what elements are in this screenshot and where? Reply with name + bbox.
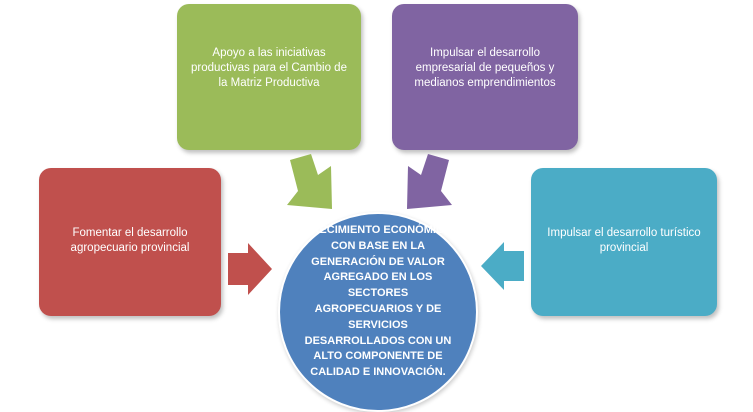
initiative-label-business: Impulsar el desarrollo empresarial de pe… [414,47,556,89]
initiative-box-productive: Apoyo a las iniciativas productivas para… [177,4,361,150]
arrow-business [407,154,452,209]
central-goal-text: CRECIMIENTO ECONÓMICO CON BASE EN LA GEN… [303,224,453,379]
arrow-agriculture [228,243,272,295]
central-goal-circle: CRECIMIENTO ECONÓMICO CON BASE EN LA GEN… [278,212,478,412]
initiative-box-business: Impulsar el desarrollo empresarial de pe… [392,4,578,150]
initiative-label-productive: Apoyo a las iniciativas productivas para… [191,47,347,89]
initiative-label-agriculture: Fomentar el desarrollo agropecuario prov… [70,227,190,254]
arrow-tourism [481,242,524,290]
initiative-box-tourism: Impulsar el desarrollo turístico provinc… [531,168,717,316]
initiative-box-agriculture: Fomentar el desarrollo agropecuario prov… [39,168,221,316]
arrow-productive [287,154,332,209]
initiative-label-tourism: Impulsar el desarrollo turístico provinc… [547,227,701,254]
